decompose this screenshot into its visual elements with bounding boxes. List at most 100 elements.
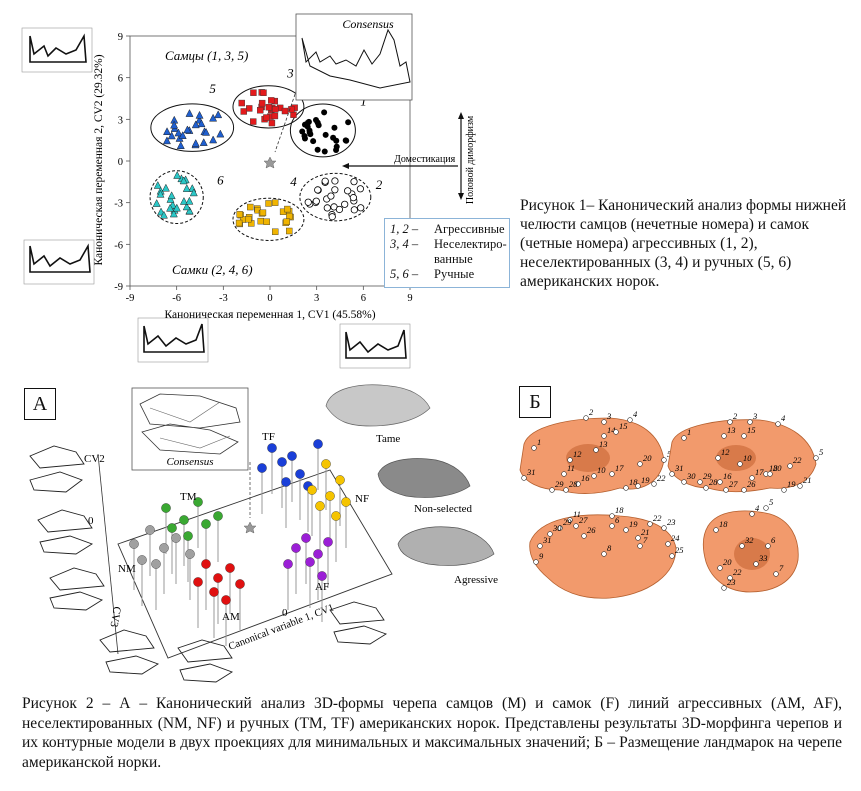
landmark-point: [561, 471, 567, 477]
landmark-number: 8: [607, 543, 612, 553]
data-point-group-5: [163, 127, 172, 135]
data-point-group-4: [236, 211, 243, 218]
data-point-group-5: [185, 109, 194, 117]
data-point-group-3: [281, 107, 289, 115]
landmark-point: [747, 419, 753, 425]
landmark-number: 2: [589, 407, 594, 417]
x-tick-label: 3: [314, 293, 319, 304]
landmark-point: [749, 511, 755, 517]
landmark-point: [717, 565, 723, 571]
zero-label: 0: [88, 515, 94, 527]
am-label: AM: [222, 611, 240, 623]
landmark-point: [575, 481, 581, 487]
landmark-number: 9: [539, 551, 544, 561]
data-point-group-1: [301, 135, 308, 142]
data-point-group-6: [161, 183, 170, 192]
data-point-group-6: [189, 188, 198, 197]
data-point-group-3: [272, 105, 279, 113]
data-point-group-4: [235, 219, 243, 227]
landmark-point: [635, 483, 641, 489]
pin-head-tm: [161, 503, 171, 513]
landmark-point: [753, 561, 759, 567]
landmark-point: [601, 419, 607, 425]
data-point-group-4: [271, 228, 279, 235]
pin-head-am: [221, 595, 231, 605]
panel-label-a: А: [24, 388, 56, 420]
landmark-number: 31: [674, 463, 684, 473]
morph-grid-top-left: [21, 27, 93, 73]
landmark-number: 18: [719, 519, 728, 529]
landmark-point: [623, 527, 629, 533]
data-point-group-4: [286, 212, 293, 220]
landmark-number: 2: [733, 411, 738, 421]
pin-head-nf: [341, 497, 351, 507]
landmark-number: 22: [653, 513, 662, 523]
landmark-number: 22: [793, 455, 802, 465]
svg-text:Tame: Tame: [376, 433, 400, 445]
data-point-group-4: [283, 218, 290, 225]
landmark-number: 27: [579, 515, 588, 525]
cv3-axis-label: CV3: [107, 605, 123, 628]
tm-label: TM: [180, 491, 197, 503]
data-point-group-4: [263, 218, 270, 225]
landmark-point: [749, 475, 755, 481]
data-point-group-6: [167, 191, 176, 200]
landmark-point: [681, 479, 687, 485]
pin-head-nf: [307, 485, 317, 495]
landmark-point: [581, 533, 587, 539]
data-point-group-6: [185, 196, 194, 205]
morph-grid-bottom-left: [23, 239, 95, 285]
consensus-label: Consensus: [342, 17, 394, 31]
data-point-group-1: [310, 138, 317, 145]
landmark-point: [703, 485, 709, 491]
landmark-point: [637, 461, 643, 467]
tf-label: TF: [262, 431, 275, 443]
skull-render-non-selected: Non-selected: [377, 458, 473, 515]
x-axis-label: Каноническая переменная 1, CV1 (45.58%): [164, 309, 375, 321]
landmark-number: 1: [687, 427, 691, 437]
landmark-point: [813, 455, 819, 461]
landmark-point: [609, 513, 615, 519]
landmark-number: 1: [537, 437, 541, 447]
y-tick-label: -6: [114, 240, 123, 251]
landmark-number: 19: [641, 475, 650, 485]
nf-label: NF: [355, 493, 369, 505]
landmark-point: [723, 487, 729, 493]
morph-grid-bottom-center: [137, 317, 209, 363]
data-point-group-6: [166, 203, 175, 212]
pin-head-nf: [331, 511, 341, 521]
pin-head-am: [193, 577, 203, 587]
landmark-point: [781, 487, 787, 493]
data-point-group-2: [341, 200, 349, 208]
landmark-number: 31: [526, 467, 536, 477]
landmark-number: 13: [727, 425, 736, 435]
legend-key: 1, 2 –: [390, 222, 419, 236]
skull-outline-models: [29, 445, 388, 683]
landmark-number: 6: [615, 515, 620, 525]
landmark-point: [557, 525, 563, 531]
landmark-number: 26: [747, 479, 756, 489]
figure-1-legend: 1, 2 –Агрессивные 3, 4 –Неселектиро-ванн…: [384, 218, 510, 288]
y-axis-label: Каноническая переменная 2, CV2 (29.32%): [93, 54, 105, 265]
landmark-point: [773, 571, 779, 577]
landmark-point: [533, 559, 539, 565]
pin-head-tm: [179, 515, 189, 525]
landmark-number: 17: [615, 463, 624, 473]
pin-head-tf: [281, 477, 291, 487]
landmark-number: 19: [629, 519, 638, 529]
landmark-number: 30: [686, 471, 696, 481]
landmark-number: 27: [729, 479, 738, 489]
data-point-group-6: [156, 189, 165, 198]
landmark-point: [609, 523, 615, 529]
landmark-point: [727, 575, 733, 581]
pin-head-af: [291, 543, 301, 553]
data-point-group-1: [333, 143, 340, 150]
landmark-point: [713, 527, 719, 533]
landmark-number: 26: [587, 525, 596, 535]
landmark-point: [741, 433, 747, 439]
data-point-group-6: [169, 209, 178, 218]
data-point-group-2: [327, 192, 335, 200]
x-tick-label: -6: [172, 293, 181, 304]
